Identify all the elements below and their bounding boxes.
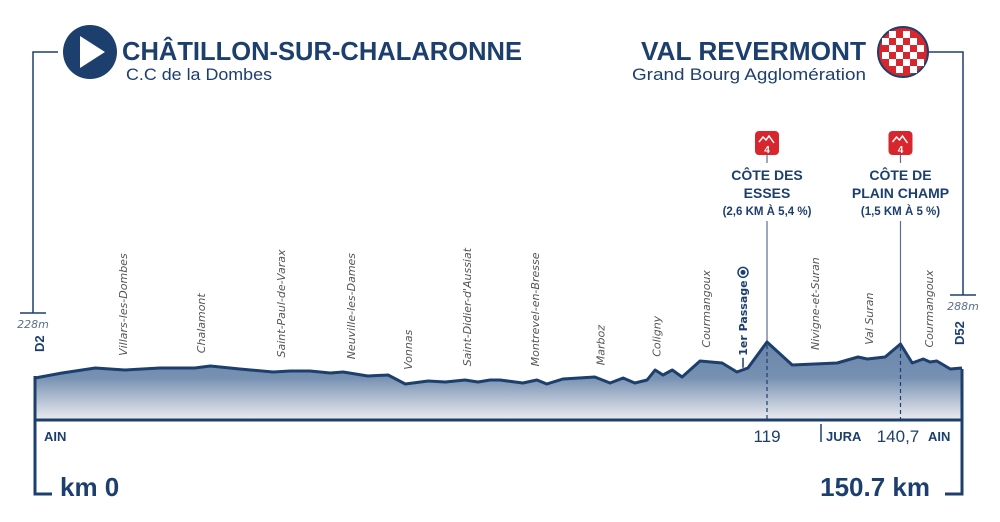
- place-label: Vonnas: [402, 329, 415, 369]
- climb-category: 4: [898, 145, 904, 156]
- start-arrow-icon: [63, 25, 117, 79]
- passage-marker-icon: [737, 266, 749, 279]
- place-label: Marboz: [594, 325, 607, 365]
- finish-city: VAL REVERMONT: [641, 36, 866, 66]
- km-marker-climb-1: 119: [753, 427, 780, 446]
- climb-category-icon: 4: [755, 131, 780, 156]
- start-road: D2: [32, 335, 47, 352]
- flag-square: [882, 38, 889, 45]
- flag-square: [896, 66, 903, 73]
- start-frame: [20, 51, 58, 314]
- start-city: CHÂTILLON-SUR-CHALARONNE: [122, 36, 522, 66]
- place-label: Saint-Didier-d'Aussiat: [461, 247, 474, 366]
- flag-square: [889, 59, 896, 66]
- flag-square: [910, 66, 917, 73]
- climb-detail: (1,5 KM À 5 %): [861, 205, 940, 218]
- place-label: Chalamont: [195, 293, 208, 354]
- flag-square: [903, 59, 910, 66]
- finish-frame: [925, 51, 976, 296]
- start-area: C.C de la Dombes: [126, 65, 272, 84]
- flag-square: [917, 59, 924, 66]
- flag-square: [882, 52, 889, 59]
- place-label: Nivigne-et-Suran: [809, 257, 822, 350]
- place-label: Courmangoux: [923, 269, 936, 347]
- place-label: Villars-les-Dombes: [117, 253, 130, 356]
- climb-name-line1: CÔTE DES: [731, 166, 803, 183]
- climb-summit-markers: [766, 345, 902, 419]
- climb-category: 4: [764, 145, 770, 156]
- department-end: AIN: [928, 429, 950, 444]
- flag-square: [896, 38, 903, 45]
- bottom-frame: [33, 369, 964, 496]
- place-label: Saint-Paul-de-Varax: [275, 249, 288, 358]
- start-altitude: 228m: [17, 318, 49, 331]
- flag-square: [910, 52, 917, 59]
- climb-detail: (2,6 KM À 5,4 %): [723, 205, 812, 218]
- finish-altitude: 288m: [947, 300, 979, 313]
- elevation-line: [34, 340, 963, 386]
- flag-square: [896, 52, 903, 59]
- flag-square: [917, 45, 924, 52]
- flag-square: [889, 45, 896, 52]
- start-km-label: km 0: [60, 472, 119, 502]
- climb-name-line1: CÔTE DE: [869, 166, 931, 183]
- place-label: Montrevel-en-Bresse: [529, 252, 542, 366]
- place-label: Val Suran: [863, 292, 876, 344]
- flag-square: [903, 31, 910, 38]
- place-label: Coligny: [650, 315, 663, 356]
- finish-area: Grand Bourg Agglomération: [632, 65, 866, 84]
- department-start: AIN: [44, 429, 66, 444]
- finish-km-label: 150.7 km: [820, 472, 930, 502]
- finish-road: D52: [952, 321, 967, 345]
- climb-name-line2: PLAIN CHAMP: [852, 185, 949, 201]
- flag-square: [889, 31, 896, 38]
- place-label: Neuville-les-Dames: [345, 253, 358, 360]
- flag-square: [910, 38, 917, 45]
- checkered-flag-icon: [877, 26, 929, 78]
- flag-square: [903, 45, 910, 52]
- climb-name-line2: ESSES: [744, 185, 791, 201]
- place-labels: Villars-les-Dombes Chalamont Saint-Paul-de…: [117, 247, 936, 369]
- department-jura: JURA: [826, 429, 862, 444]
- place-label: 1er Passage: [737, 280, 750, 355]
- place-label: Courmangoux: [700, 270, 713, 348]
- km-marker-climb-2: 140,7: [877, 427, 920, 446]
- climb-category-icon: 4: [888, 131, 913, 156]
